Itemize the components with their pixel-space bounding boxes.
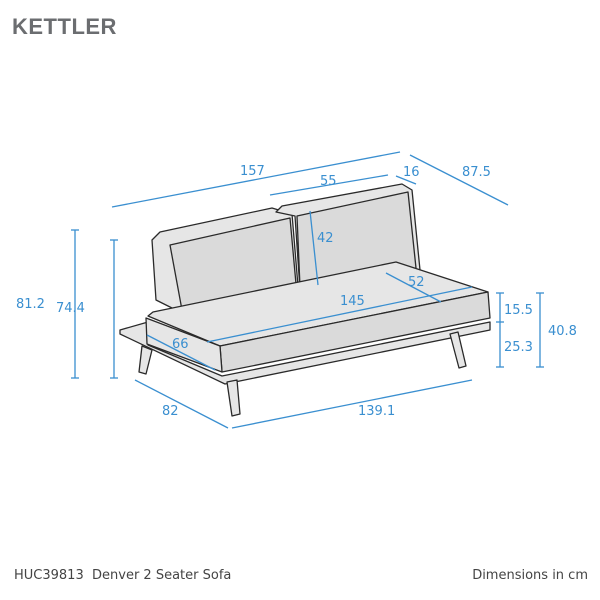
sofa-leg-right (449, 331, 467, 369)
sofa-leg-front-left (226, 379, 241, 417)
product-caption: HUC39813 Denver 2 Seater Sofa (14, 568, 231, 583)
product-code: HUC39813 (14, 568, 84, 583)
label-seat-width: 145 (340, 294, 365, 309)
units-note: Dimensions in cm (472, 568, 588, 583)
label-arm-depth: 66 (172, 337, 189, 352)
label-seat-cushion-height: 15.5 (504, 303, 533, 318)
dimension-lines (71, 151, 544, 429)
label-back-height: 74.4 (56, 301, 85, 316)
label-back-cushion-depth: 16 (403, 165, 420, 180)
label-seat-depth: 52 (408, 275, 425, 290)
label-frame-depth: 82 (162, 404, 179, 419)
label-frame-width: 139.1 (358, 404, 395, 419)
sofa-leg-back-left (138, 345, 153, 375)
label-seat-height: 40.8 (548, 324, 577, 339)
sofa-drawing (119, 183, 491, 417)
label-seat-frame-height: 25.3 (504, 340, 533, 355)
product-name: Denver 2 Seater Sofa (92, 568, 232, 583)
label-back-cushion-width: 55 (320, 174, 337, 189)
label-overall-width: 157 (240, 164, 265, 179)
dimension-labels: 157 55 16 87.5 81.2 74.4 42 52 145 66 82… (16, 164, 577, 419)
label-back-cushion-height: 42 (317, 231, 334, 246)
label-overall-depth: 87.5 (462, 165, 491, 180)
label-overall-height: 81.2 (16, 297, 45, 312)
seat-cushion-side (145, 317, 223, 373)
brand-logo: KETTLER (12, 14, 117, 39)
